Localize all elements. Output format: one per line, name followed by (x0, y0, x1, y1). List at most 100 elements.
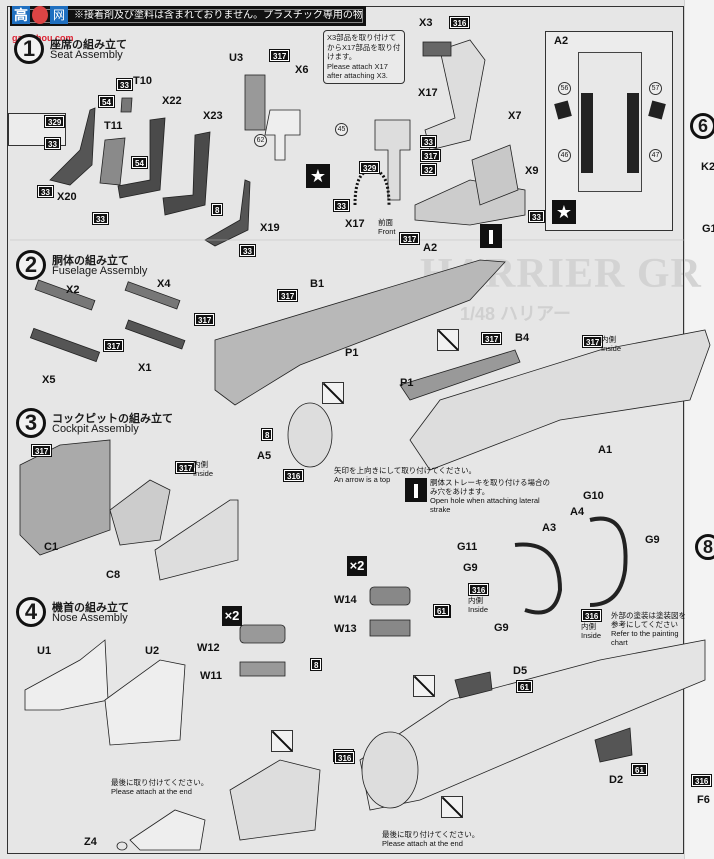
decal-star-icon: ★ (306, 164, 330, 188)
part-label: F6 (697, 794, 710, 806)
part-label: X17 (345, 218, 365, 230)
part-label: X7 (508, 110, 522, 122)
quantity-x2-badge: ×2 (347, 556, 367, 576)
part-label: A3 (542, 522, 557, 534)
drill-hole-icon (480, 224, 502, 248)
paint-code: 33 (420, 135, 437, 148)
arrow-note-en: An arrow is a top (334, 475, 391, 484)
strake-hole-note: 胴体ストレーキを取り付ける場合のみ穴をあけます。Open hole when a… (430, 478, 552, 514)
no-paint-icon (437, 329, 459, 351)
arrow-note-jp: 矢印を上向きにして取り付けてください。 (334, 466, 477, 475)
part-label: X9 (525, 165, 539, 177)
chart-note-en: Refer to the painting chart (611, 629, 679, 647)
part-label: X6 (295, 64, 309, 76)
part-label: B4 (515, 332, 530, 344)
end-note-en: Please attach at the end (111, 787, 192, 796)
header-notice: ※接着剤及び塗料は含まれておりません。プラスチック専用の物を別にお求め下さい。 (10, 6, 366, 26)
inside-en: Inside (581, 631, 602, 640)
decal-number: 45 (335, 123, 348, 136)
part-label: W14 (334, 594, 357, 606)
decal-panel-right (627, 93, 639, 173)
paint-code: 33 (528, 210, 545, 223)
part-label: C8 (106, 569, 121, 581)
a2-panel-outline (578, 52, 642, 192)
paint-code: 317 (581, 335, 604, 348)
end-note-jp: 最後に取り付けてください。 (382, 830, 480, 839)
paint-code: 316 (580, 609, 603, 622)
paint-code: 317 (268, 49, 291, 62)
step-number: 8 (695, 534, 714, 560)
paint-code: 317 (174, 461, 197, 474)
part-label: X20 (57, 191, 77, 203)
drill-note-en: Open hole when attaching lateral strake (430, 496, 540, 514)
part-label: X1 (138, 362, 152, 374)
decal-57 (648, 100, 666, 120)
callout-jp: X3部品を取り付けてからX17部品を取り付けます。 (327, 33, 401, 61)
decal-number: 62 (254, 134, 267, 147)
part-label: T11 (104, 120, 123, 132)
decal-number: 47 (649, 149, 662, 162)
step-number: 2 (16, 250, 46, 280)
a2-decal-inset: A2 56 57 46 47 ★ (545, 31, 673, 231)
paint-code: 8 (309, 658, 323, 671)
inset-part-label: A2 (554, 35, 569, 47)
part-label: C1 (44, 541, 59, 553)
part-label: T10 (133, 75, 152, 87)
part-label: D2 (609, 774, 624, 786)
part-label: G11 (457, 541, 478, 553)
part-label: G10 (583, 490, 604, 502)
paint-code: 317 (480, 332, 503, 345)
paint-code: 317 (398, 232, 421, 245)
part-label: U1 (37, 645, 52, 657)
step-title-jp: 機首の組み立て (52, 602, 129, 614)
part-label: A1 (598, 444, 613, 456)
watermark-url: gao-shou.com (12, 33, 74, 43)
decal-number: 56 (558, 82, 571, 95)
step-title-en: Cockpit Assembly (52, 423, 139, 435)
part-label: X17 (418, 87, 438, 99)
part-label: D5 (513, 665, 528, 677)
step-title-en: Fuselage Assembly (52, 265, 148, 277)
part-label: W13 (334, 623, 357, 635)
attach-last-note: 最後に取り付けてください。Please attach at the end (111, 778, 208, 796)
inside-en: Inside (468, 605, 489, 614)
part-label: G1 (702, 223, 714, 235)
note-en: Front (378, 227, 396, 236)
inside-en: Inside (193, 469, 214, 478)
part-label: X2 (66, 284, 80, 296)
step-title-jp: 座席の組み立て (50, 39, 127, 51)
part-label: X3 (419, 17, 433, 29)
step-number: 6 (690, 113, 714, 139)
inside-en: Inside (601, 344, 622, 353)
decal-panel-left (581, 93, 593, 173)
step-title-en: Nose Assembly (52, 612, 128, 624)
decal-number: 46 (558, 149, 571, 162)
step-number: 3 (16, 408, 46, 438)
step-title-jp: 胴体の組み立て (52, 255, 129, 267)
paint-code: 33 (333, 199, 350, 212)
note-jp: 前面 (378, 218, 393, 227)
part-label: P1 (345, 347, 359, 359)
watermark-char-3: 网 (50, 6, 68, 24)
part-label: X5 (42, 374, 56, 386)
arrow-top-note: 矢印を上向きにして取り付けてください。An arrow is a top (334, 466, 476, 484)
paint-code: 33 (44, 137, 61, 150)
paint-code: 33 (116, 78, 133, 91)
part-label: X22 (162, 95, 182, 107)
end-note-en: Please attach at the end (382, 839, 463, 848)
quantity-x2-badge: ×2 (222, 606, 242, 626)
part-label: U2 (145, 645, 160, 657)
part-label: A2 (423, 242, 438, 254)
drill-note-jp: 胴体ストレーキを取り付ける場合のみ穴をあけます。 (430, 478, 550, 496)
paint-code: 317 (276, 289, 299, 302)
paint-code: 329 (358, 161, 381, 174)
part-label: X19 (260, 222, 280, 234)
part-label: W12 (197, 642, 220, 654)
paint-code: 54 (131, 156, 148, 169)
part-label: A5 (257, 450, 272, 462)
part-label: X4 (157, 278, 171, 290)
step-title-jp: コックピットの組み立て (52, 413, 173, 425)
